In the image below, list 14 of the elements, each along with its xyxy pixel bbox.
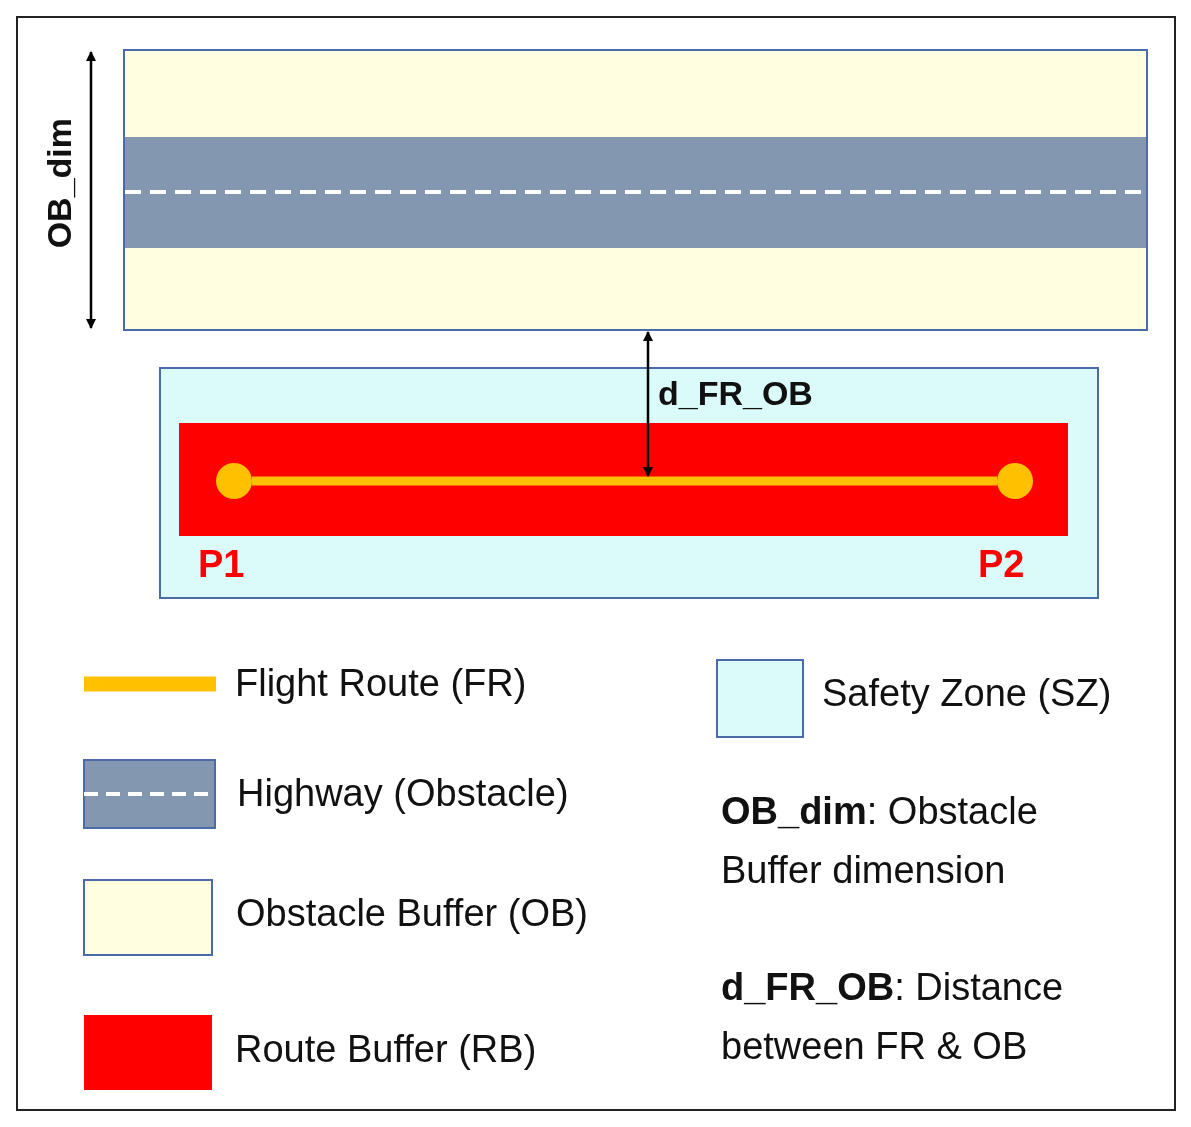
point-label: P2: [978, 543, 1025, 586]
waypoint-dot: [216, 463, 252, 499]
legend-label: Highway (Obstacle): [237, 772, 569, 815]
definition-note: OB_dim: Obstacle Buffer dimension: [721, 789, 1039, 893]
dimension-label: OB_dim: [40, 118, 79, 249]
point-label: P1: [198, 543, 245, 586]
definition-note: d_FR_OB: Distance between FR & OB: [721, 965, 1065, 1069]
dimension-label: d_FR_OB: [658, 374, 813, 413]
legend-label: Safety Zone (SZ): [822, 672, 1112, 715]
legend-label: Obstacle Buffer (OB): [236, 892, 588, 935]
legend-label: Route Buffer (RB): [235, 1028, 537, 1071]
legend-label: Flight Route (FR): [235, 662, 527, 705]
flight-route-line: [252, 476, 997, 486]
waypoint-dot: [997, 463, 1033, 499]
